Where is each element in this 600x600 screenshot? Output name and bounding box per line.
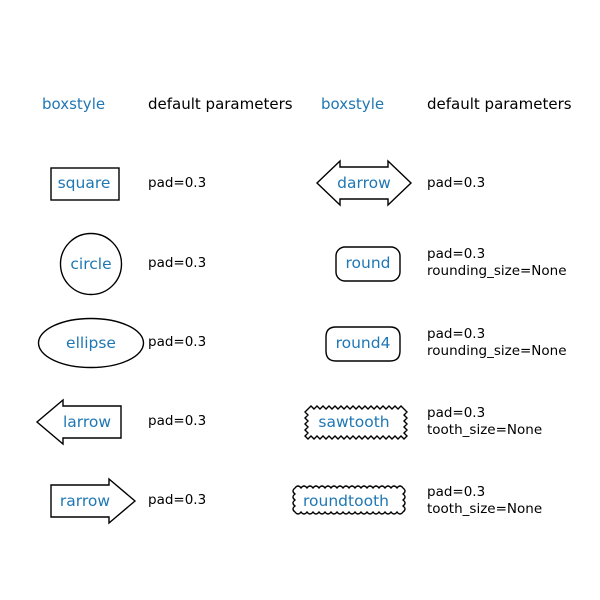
round4-shape <box>325 326 401 362</box>
column-1-boxstyle-header: boxstyle <box>321 95 385 113</box>
boxstyle-round4-params: pad=0.3 rounding_size=None <box>427 326 567 359</box>
column-1-parameters-header: default parameters <box>427 95 572 113</box>
boxstyle-rarrow <box>50 477 137 525</box>
boxstyle-round-params: pad=0.3 rounding_size=None <box>427 246 567 279</box>
boxstyle-square <box>50 167 120 201</box>
boxstyle-square-params: pad=0.3 <box>148 175 207 191</box>
boxstyle-roundtooth <box>292 482 406 520</box>
sawtooth-shape <box>304 405 408 440</box>
boxstyle-circle-params: pad=0.3 <box>148 255 207 271</box>
boxstyle-sawtooth <box>304 403 408 441</box>
boxstyle-sawtooth-params: pad=0.3 tooth_size=None <box>427 405 543 438</box>
boxstyle-darrow-params: pad=0.3 <box>427 175 486 191</box>
boxstyle-rarrow-params: pad=0.3 <box>148 492 207 508</box>
boxstyle-circle <box>59 232 123 296</box>
boxstyle-ellipse <box>37 317 145 369</box>
circle-shape <box>59 232 123 296</box>
square-shape <box>50 167 120 201</box>
round-shape <box>335 246 401 282</box>
column-0-boxstyle-header: boxstyle <box>42 95 106 113</box>
boxstyle-ellipse-params: pad=0.3 <box>148 334 207 350</box>
roundtooth-shape <box>292 485 406 515</box>
boxstyle-roundtooth-params: pad=0.3 tooth_size=None <box>427 484 543 517</box>
boxstyle-round4 <box>325 326 401 362</box>
rarrow-shape <box>50 477 137 525</box>
darrow-shape <box>315 159 413 207</box>
boxstyle-larrow-params: pad=0.3 <box>148 413 207 429</box>
boxstyle-larrow <box>35 398 122 446</box>
boxstyle-round <box>335 246 401 282</box>
column-0-parameters-header: default parameters <box>148 95 293 113</box>
ellipse-shape <box>37 317 145 369</box>
boxstyle-darrow <box>315 159 413 207</box>
larrow-shape <box>35 398 122 446</box>
